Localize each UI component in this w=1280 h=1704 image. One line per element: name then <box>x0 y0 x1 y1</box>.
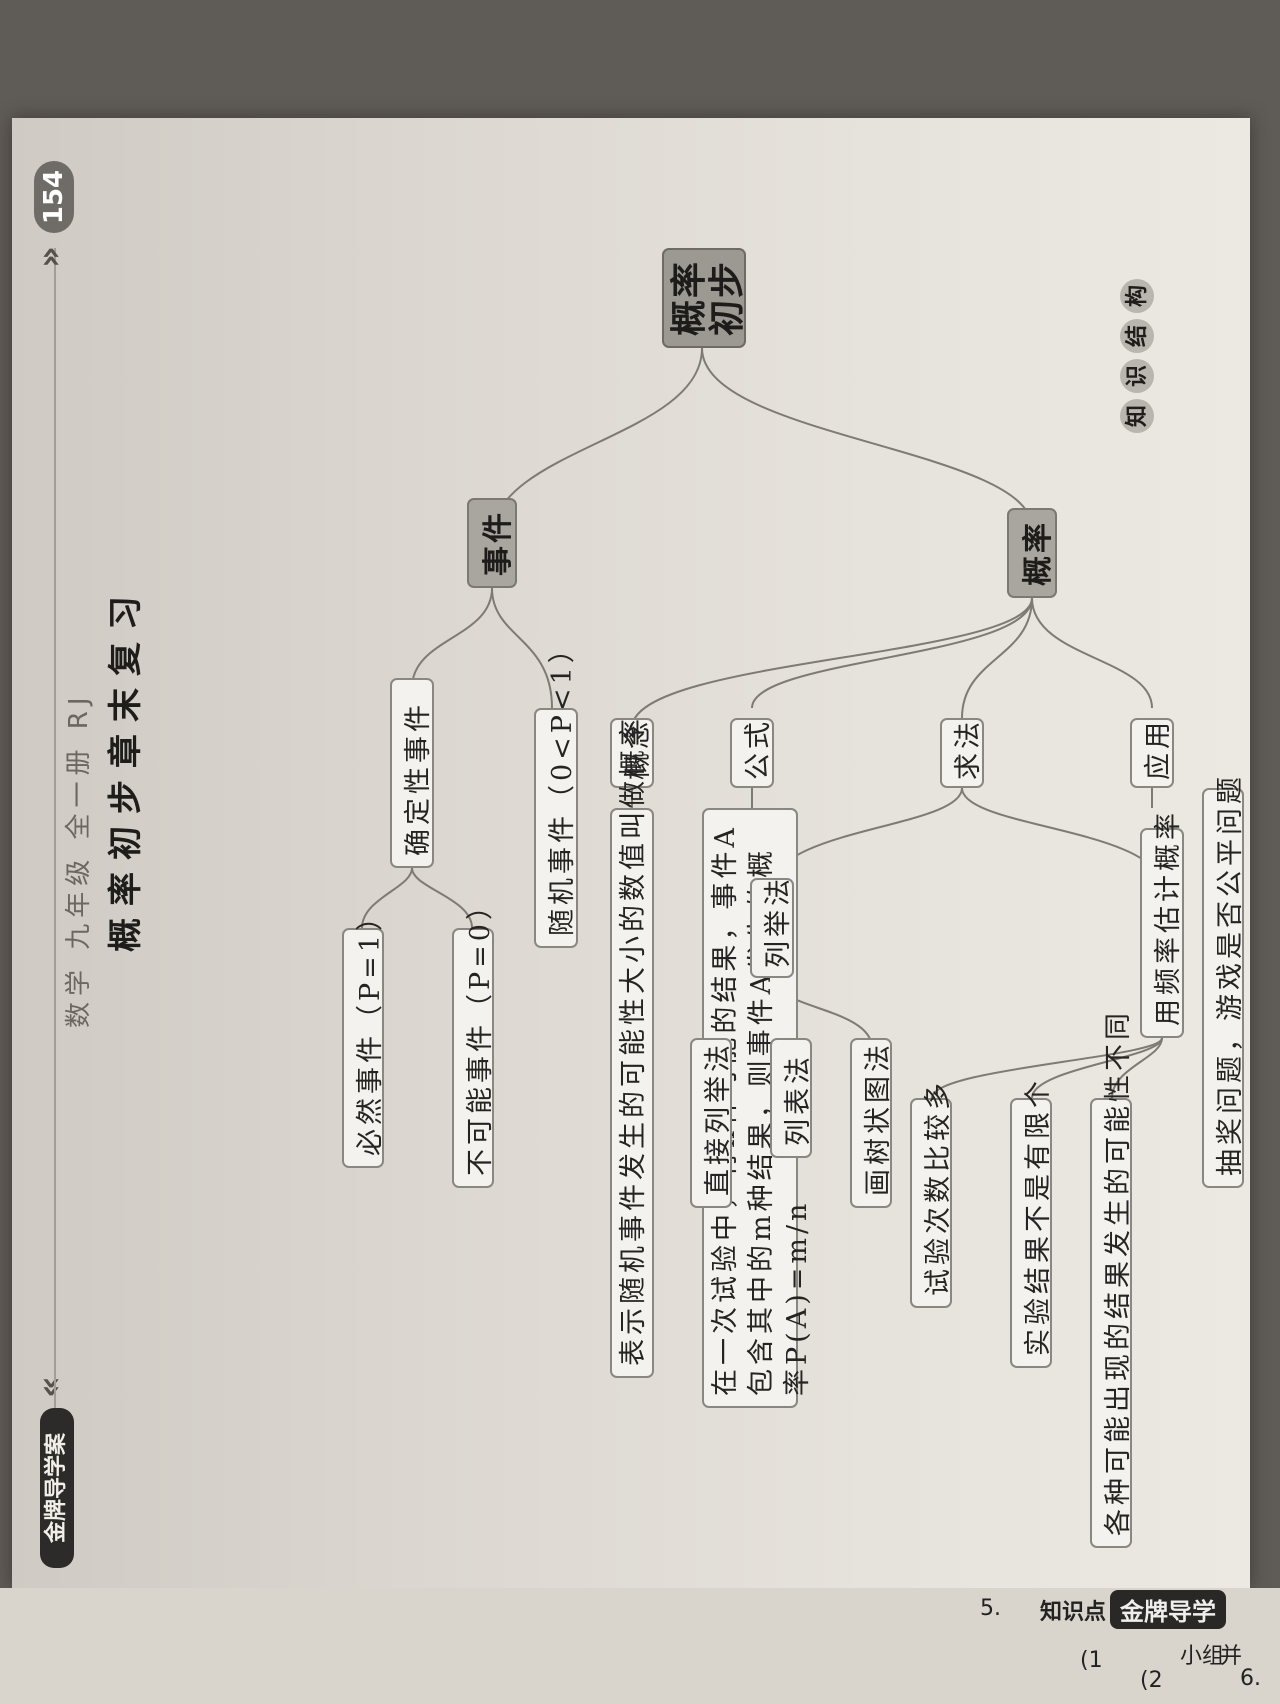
rotated-page-content: 金牌导学案 « 数学 九年级 全一册 RJ » 154 概率初步章末复习 知 识… <box>12 118 1250 1588</box>
node-random-event: 随机事件（0<P<1） <box>534 632 578 948</box>
node-unequal-likelihood: 各种可能出现的结果发生的可能性不同 <box>1090 1009 1134 1548</box>
next-page-item-6: 6. <box>1240 1666 1261 1691</box>
next-page-item-5: 5. <box>980 1596 1001 1621</box>
node-root: 概率初步 <box>662 248 748 348</box>
node-probability: 概率 <box>1007 508 1057 598</box>
node-concept-text: 表示随机事件发生的可能性大小的数值叫做概率 <box>610 715 654 1378</box>
next-page-section: 知识点 <box>1040 1600 1107 1625</box>
node-methods: 求法 <box>940 718 984 788</box>
node-application: 应用 <box>1130 718 1174 788</box>
next-page-paren-1: (1 <box>1080 1648 1103 1673</box>
next-page-edge: 金牌导学 知识点 5. 小组 并 (1 (2 6. <box>0 1588 1280 1704</box>
node-direct-enumeration: 直接列举法 <box>690 1038 734 1208</box>
node-table-method: 列表法 <box>770 1038 814 1158</box>
node-inevitable-event: 必然事件（P=1） <box>342 900 386 1168</box>
node-impossible-event: 不可能事件（P=0） <box>452 889 496 1188</box>
node-formula: 公式 <box>730 718 774 788</box>
next-page-fragment-2: 并 <box>1220 1644 1243 1669</box>
node-infinite-outcomes: 实验结果不是有限个 <box>1010 1077 1054 1368</box>
textbook-page: 金牌导学案 « 数学 九年级 全一册 RJ » 154 概率初步章末复习 知 识… <box>12 118 1250 1588</box>
next-page-paren-2: (2 <box>1140 1668 1163 1693</box>
node-many-trials: 试验次数比较多 <box>910 1079 954 1308</box>
node-event: 事件 <box>467 498 517 588</box>
next-page-brand: 金牌导学 <box>1110 1590 1226 1629</box>
next-page-fragment-1: 小组 <box>1180 1644 1225 1669</box>
node-application-text: 抽奖问题，游戏是否公平问题 <box>1202 773 1246 1188</box>
node-certain-event: 确定性事件 <box>390 678 434 868</box>
node-frequency-estimate: 用频率估计概率 <box>1140 809 1184 1038</box>
node-enumeration: 列举法 <box>750 875 794 978</box>
node-tree-diagram: 画树状图法 <box>850 1038 894 1208</box>
